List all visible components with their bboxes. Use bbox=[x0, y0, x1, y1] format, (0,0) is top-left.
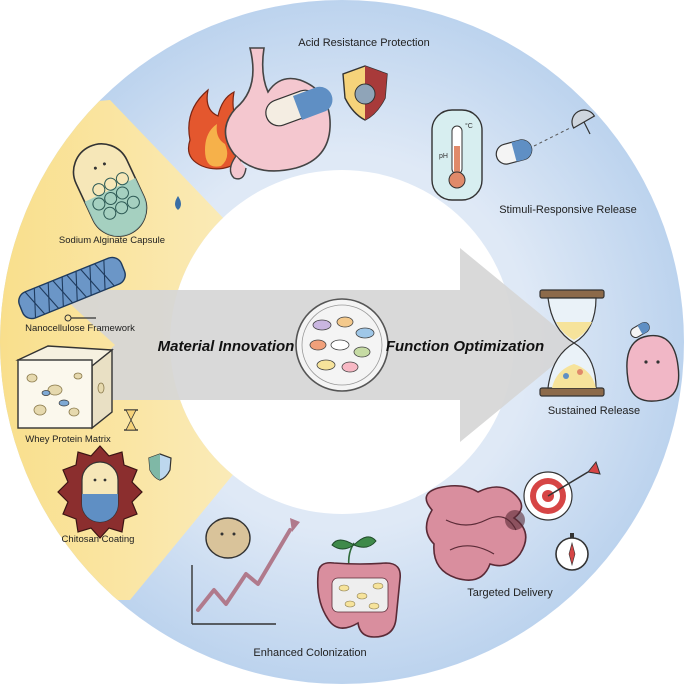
svg-text:°C: °C bbox=[465, 122, 473, 130]
material-innovation-label: Material Innovation bbox=[158, 338, 295, 355]
hourglass-icon bbox=[124, 409, 138, 431]
droplet-icon bbox=[175, 196, 181, 210]
intestine-icon bbox=[316, 561, 402, 638]
signal-line bbox=[533, 127, 571, 147]
sponge-cube-icon bbox=[15, 345, 114, 430]
material-label: Nanocellulose Framework bbox=[25, 323, 135, 334]
target-icon bbox=[523, 460, 601, 521]
shield-icon bbox=[148, 453, 172, 481]
svg-text:pH: pH bbox=[439, 153, 448, 160]
function-label: Sustained Release bbox=[548, 405, 640, 417]
function-label: Stimuli-Responsive Release bbox=[499, 204, 637, 216]
cellulose-tube-icon bbox=[18, 256, 126, 320]
growth-chart-icon bbox=[191, 518, 300, 625]
compass-icon bbox=[555, 533, 589, 571]
capsule-icon bbox=[630, 322, 650, 338]
spiky-capsule-icon bbox=[57, 445, 143, 539]
material-label: Whey Protein Matrix bbox=[25, 434, 111, 445]
petri-dish-icon bbox=[295, 298, 389, 392]
thermometer-icon: pH °C bbox=[431, 109, 483, 201]
function-optimization-label: Function Optimization bbox=[386, 338, 544, 355]
stomach-icon bbox=[224, 47, 333, 180]
capsule-icon bbox=[495, 139, 533, 165]
hourglass-icon bbox=[539, 289, 605, 397]
function-label: Enhanced Colonization bbox=[253, 647, 366, 659]
intestine-icon bbox=[425, 484, 527, 581]
function-label: Targeted Delivery bbox=[467, 587, 553, 599]
function-label: Acid Resistance Protection bbox=[298, 37, 429, 49]
probe-icon bbox=[64, 314, 96, 322]
character-icon bbox=[626, 334, 680, 402]
material-label: Chitosan Coating bbox=[62, 534, 135, 545]
shield-icon bbox=[342, 65, 388, 121]
satellite-icon bbox=[571, 109, 596, 135]
capsule-icon bbox=[72, 143, 148, 237]
material-label: Sodium Alginate Capsule bbox=[59, 235, 165, 246]
character-icon bbox=[205, 517, 251, 559]
